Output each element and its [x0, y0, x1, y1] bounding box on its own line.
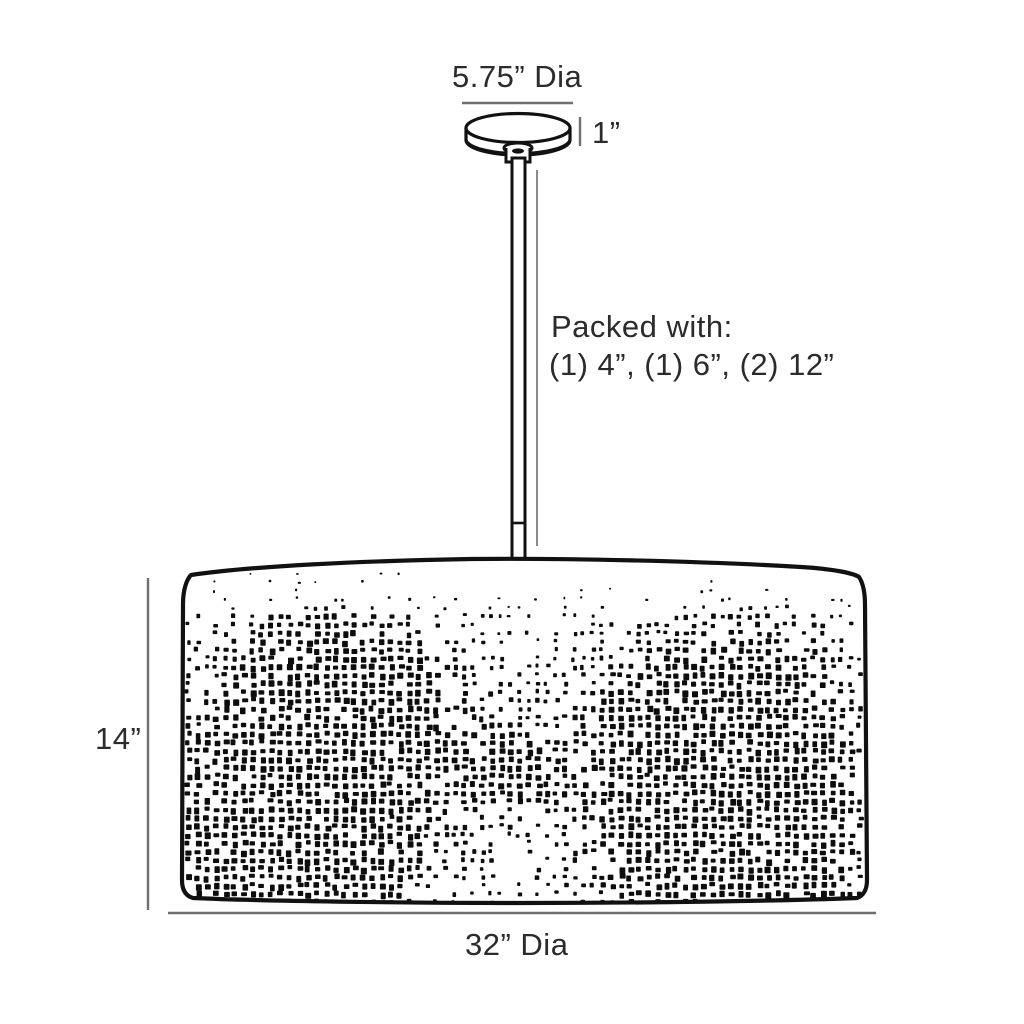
packed-with-items-label: (1) 4”, (1) 6”, (2) 12” — [549, 347, 835, 382]
canopy-height-label: 1” — [592, 115, 621, 150]
drum-shade — [179, 556, 870, 906]
canopy-diameter-label: 5.75” Dia — [452, 59, 583, 94]
shade-height-label: 14” — [95, 721, 142, 756]
shade-outline — [179, 556, 870, 906]
packed-with-title-label: Packed with: — [551, 309, 733, 344]
shade-diameter-label: 32” Dia — [465, 927, 569, 962]
